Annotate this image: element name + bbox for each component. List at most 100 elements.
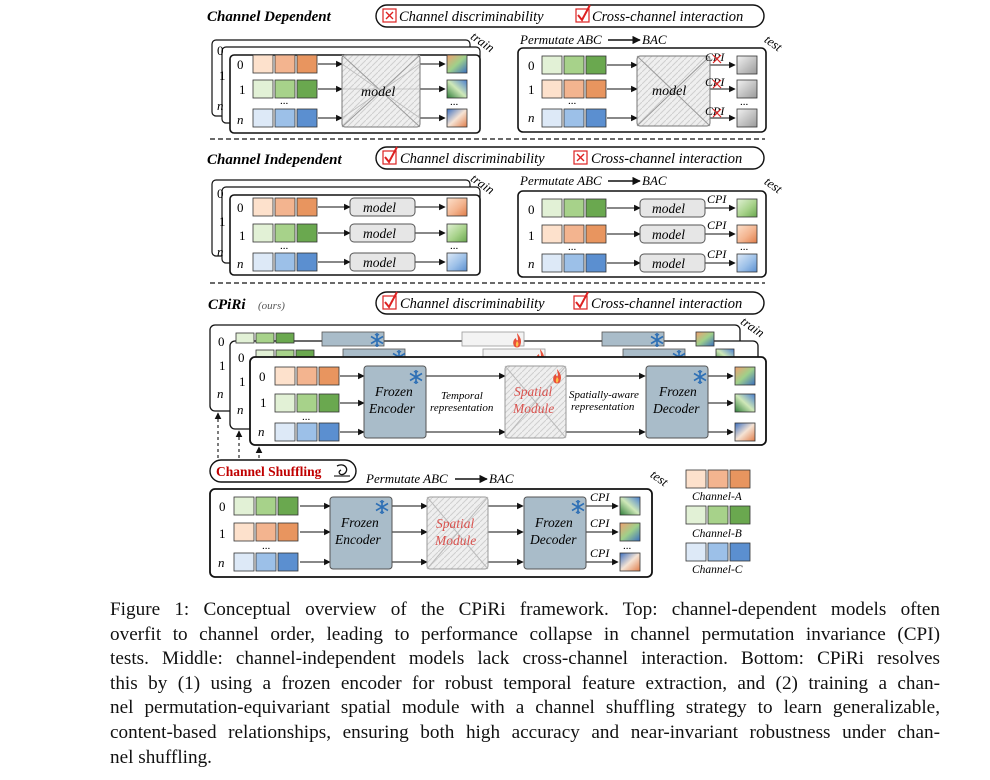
- row-index: 0: [219, 499, 226, 514]
- permutate-label: Permutate ABC: [519, 32, 602, 47]
- ellipsis: ...: [280, 95, 289, 107]
- caption-line: this by (1) using a frozen encoder for r…: [110, 672, 940, 694]
- independent-title: Channel Independent: [207, 152, 342, 168]
- cpiri-discriminability: Channel discriminability: [400, 296, 545, 312]
- cpi-label: CPI: [707, 192, 727, 206]
- row-index: n: [217, 386, 224, 401]
- row-index: 0: [528, 202, 535, 217]
- frozen-label: Frozen: [340, 515, 379, 530]
- check-mark-icon: [573, 291, 589, 310]
- train-label: train: [738, 313, 767, 340]
- cpiri-train-panel: 0 1 n 0 1 n train 0 1 n: [209, 313, 767, 446]
- row-index: 0: [218, 334, 225, 349]
- ellipsis: ...: [450, 240, 459, 252]
- dependent-title: Channel Dependent: [207, 9, 332, 25]
- channel-shuffling-badge: Channel Shuffling: [209, 459, 357, 483]
- spatial-label: Spatial: [436, 516, 475, 531]
- ellipsis: ...: [302, 411, 311, 423]
- model-label: model: [361, 85, 395, 100]
- spatial-label: Spatial: [514, 384, 553, 399]
- frozen-encoder-block: [363, 365, 427, 439]
- independent-properties-badge: Channel discriminability Cross-channel i…: [375, 146, 765, 170]
- model-label: model: [652, 84, 686, 99]
- module-label: Module: [512, 401, 554, 416]
- row-index: 1: [239, 228, 246, 243]
- ellipsis: ...: [280, 240, 289, 252]
- permutate-target: BAC: [642, 32, 667, 47]
- row-index: n: [528, 110, 535, 125]
- cpi-label: CPI: [590, 546, 610, 560]
- model-label: model: [363, 255, 396, 270]
- ellipsis: ...: [450, 96, 459, 108]
- figure-caption: Figure 1: Conceptual overview of the CPi…: [110, 598, 940, 770]
- cpiri-test-panel: Permutate ABC BAC test 0 1 n ... Frozen …: [209, 467, 671, 578]
- encoder-label: Encoder: [368, 401, 415, 416]
- permutate-label: Permutate ABC: [519, 173, 602, 188]
- row-index: 0: [217, 186, 224, 201]
- row-index: 0: [217, 43, 224, 58]
- legend-channel-b: Channel-B: [692, 528, 742, 540]
- row-index: 0: [237, 200, 244, 215]
- caption-line: Figure 1: Conceptual overview of the CPi…: [110, 599, 940, 620]
- cpi-label: CPI: [707, 218, 727, 232]
- temporal-label: Temporal: [441, 390, 483, 402]
- frozen-label: Frozen: [374, 384, 413, 399]
- cpiri-subtitle: (ours): [258, 300, 285, 312]
- check-mark-icon: [382, 146, 398, 165]
- model-label: model: [652, 201, 685, 216]
- independent-train-panel: 0 1 n 0 1 n ... model model model ... tr…: [211, 170, 497, 276]
- row-index: 1: [219, 358, 226, 373]
- channel-shuffling-label: Channel Shuffling: [216, 464, 322, 479]
- row-index: 1: [219, 68, 226, 83]
- ellipsis: ...: [568, 241, 577, 253]
- row-index: n: [217, 98, 224, 113]
- model-block: [349, 197, 416, 217]
- legend-channel-a: Channel-A: [692, 491, 743, 503]
- row-index: 0: [528, 58, 535, 73]
- row-index: 1: [528, 228, 535, 243]
- permutate-target: BAC: [489, 471, 514, 486]
- independent-test-panel: Permutate ABC BAC test 0 1 n ... model m…: [517, 173, 785, 278]
- model-label: model: [652, 256, 685, 271]
- channel-legend: Channel-A Channel-B Channel-C: [685, 469, 751, 576]
- row-index: n: [218, 555, 225, 570]
- frozen-decoder-block: [523, 496, 587, 570]
- row-index: n: [237, 256, 244, 271]
- model-block: [639, 253, 706, 273]
- row-index: 0: [237, 57, 244, 72]
- model-block: [639, 198, 706, 218]
- model-block: [349, 223, 416, 243]
- shuffle-icon: [334, 464, 350, 477]
- row-index: n: [237, 112, 244, 127]
- model-label: model: [652, 227, 685, 242]
- cpi-label: CPI: [590, 490, 610, 504]
- representation-label: representation: [571, 401, 635, 413]
- row-index: n: [528, 256, 535, 271]
- model-block: [639, 224, 706, 244]
- model-label: model: [363, 226, 396, 241]
- check-mark-icon: [382, 291, 398, 310]
- cross-mark-icon: [573, 150, 588, 165]
- row-index: 1: [219, 214, 226, 229]
- dependent-discriminability: Channel discriminability: [399, 9, 544, 25]
- row-index: n: [258, 424, 265, 439]
- caption-line: overfit to channel order, leading to per…: [110, 623, 940, 645]
- frozen-label: Frozen: [658, 384, 697, 399]
- representation-label: representation: [430, 402, 494, 414]
- ellipsis: ...: [262, 540, 271, 552]
- legend-channel-c: Channel-C: [692, 564, 743, 576]
- row-index: n: [217, 244, 224, 259]
- cpiri-properties-badge: Channel discriminability Cross-channel i…: [375, 291, 765, 315]
- ellipsis: ...: [740, 96, 749, 108]
- model-label: model: [363, 200, 396, 215]
- cpi-label: CPI: [590, 516, 610, 530]
- cpi-label: CPI: [707, 247, 727, 261]
- frozen-encoder-block: [329, 496, 393, 570]
- caption-line: content-based relationships, ensuring bo…: [110, 721, 940, 743]
- independent-interaction: Cross-channel interaction: [591, 151, 742, 167]
- decoder-label: Decoder: [529, 532, 577, 547]
- row-index: 0: [238, 350, 245, 365]
- row-index: 1: [528, 82, 535, 97]
- encoder-label: Encoder: [334, 532, 381, 547]
- row-index: 0: [259, 369, 266, 384]
